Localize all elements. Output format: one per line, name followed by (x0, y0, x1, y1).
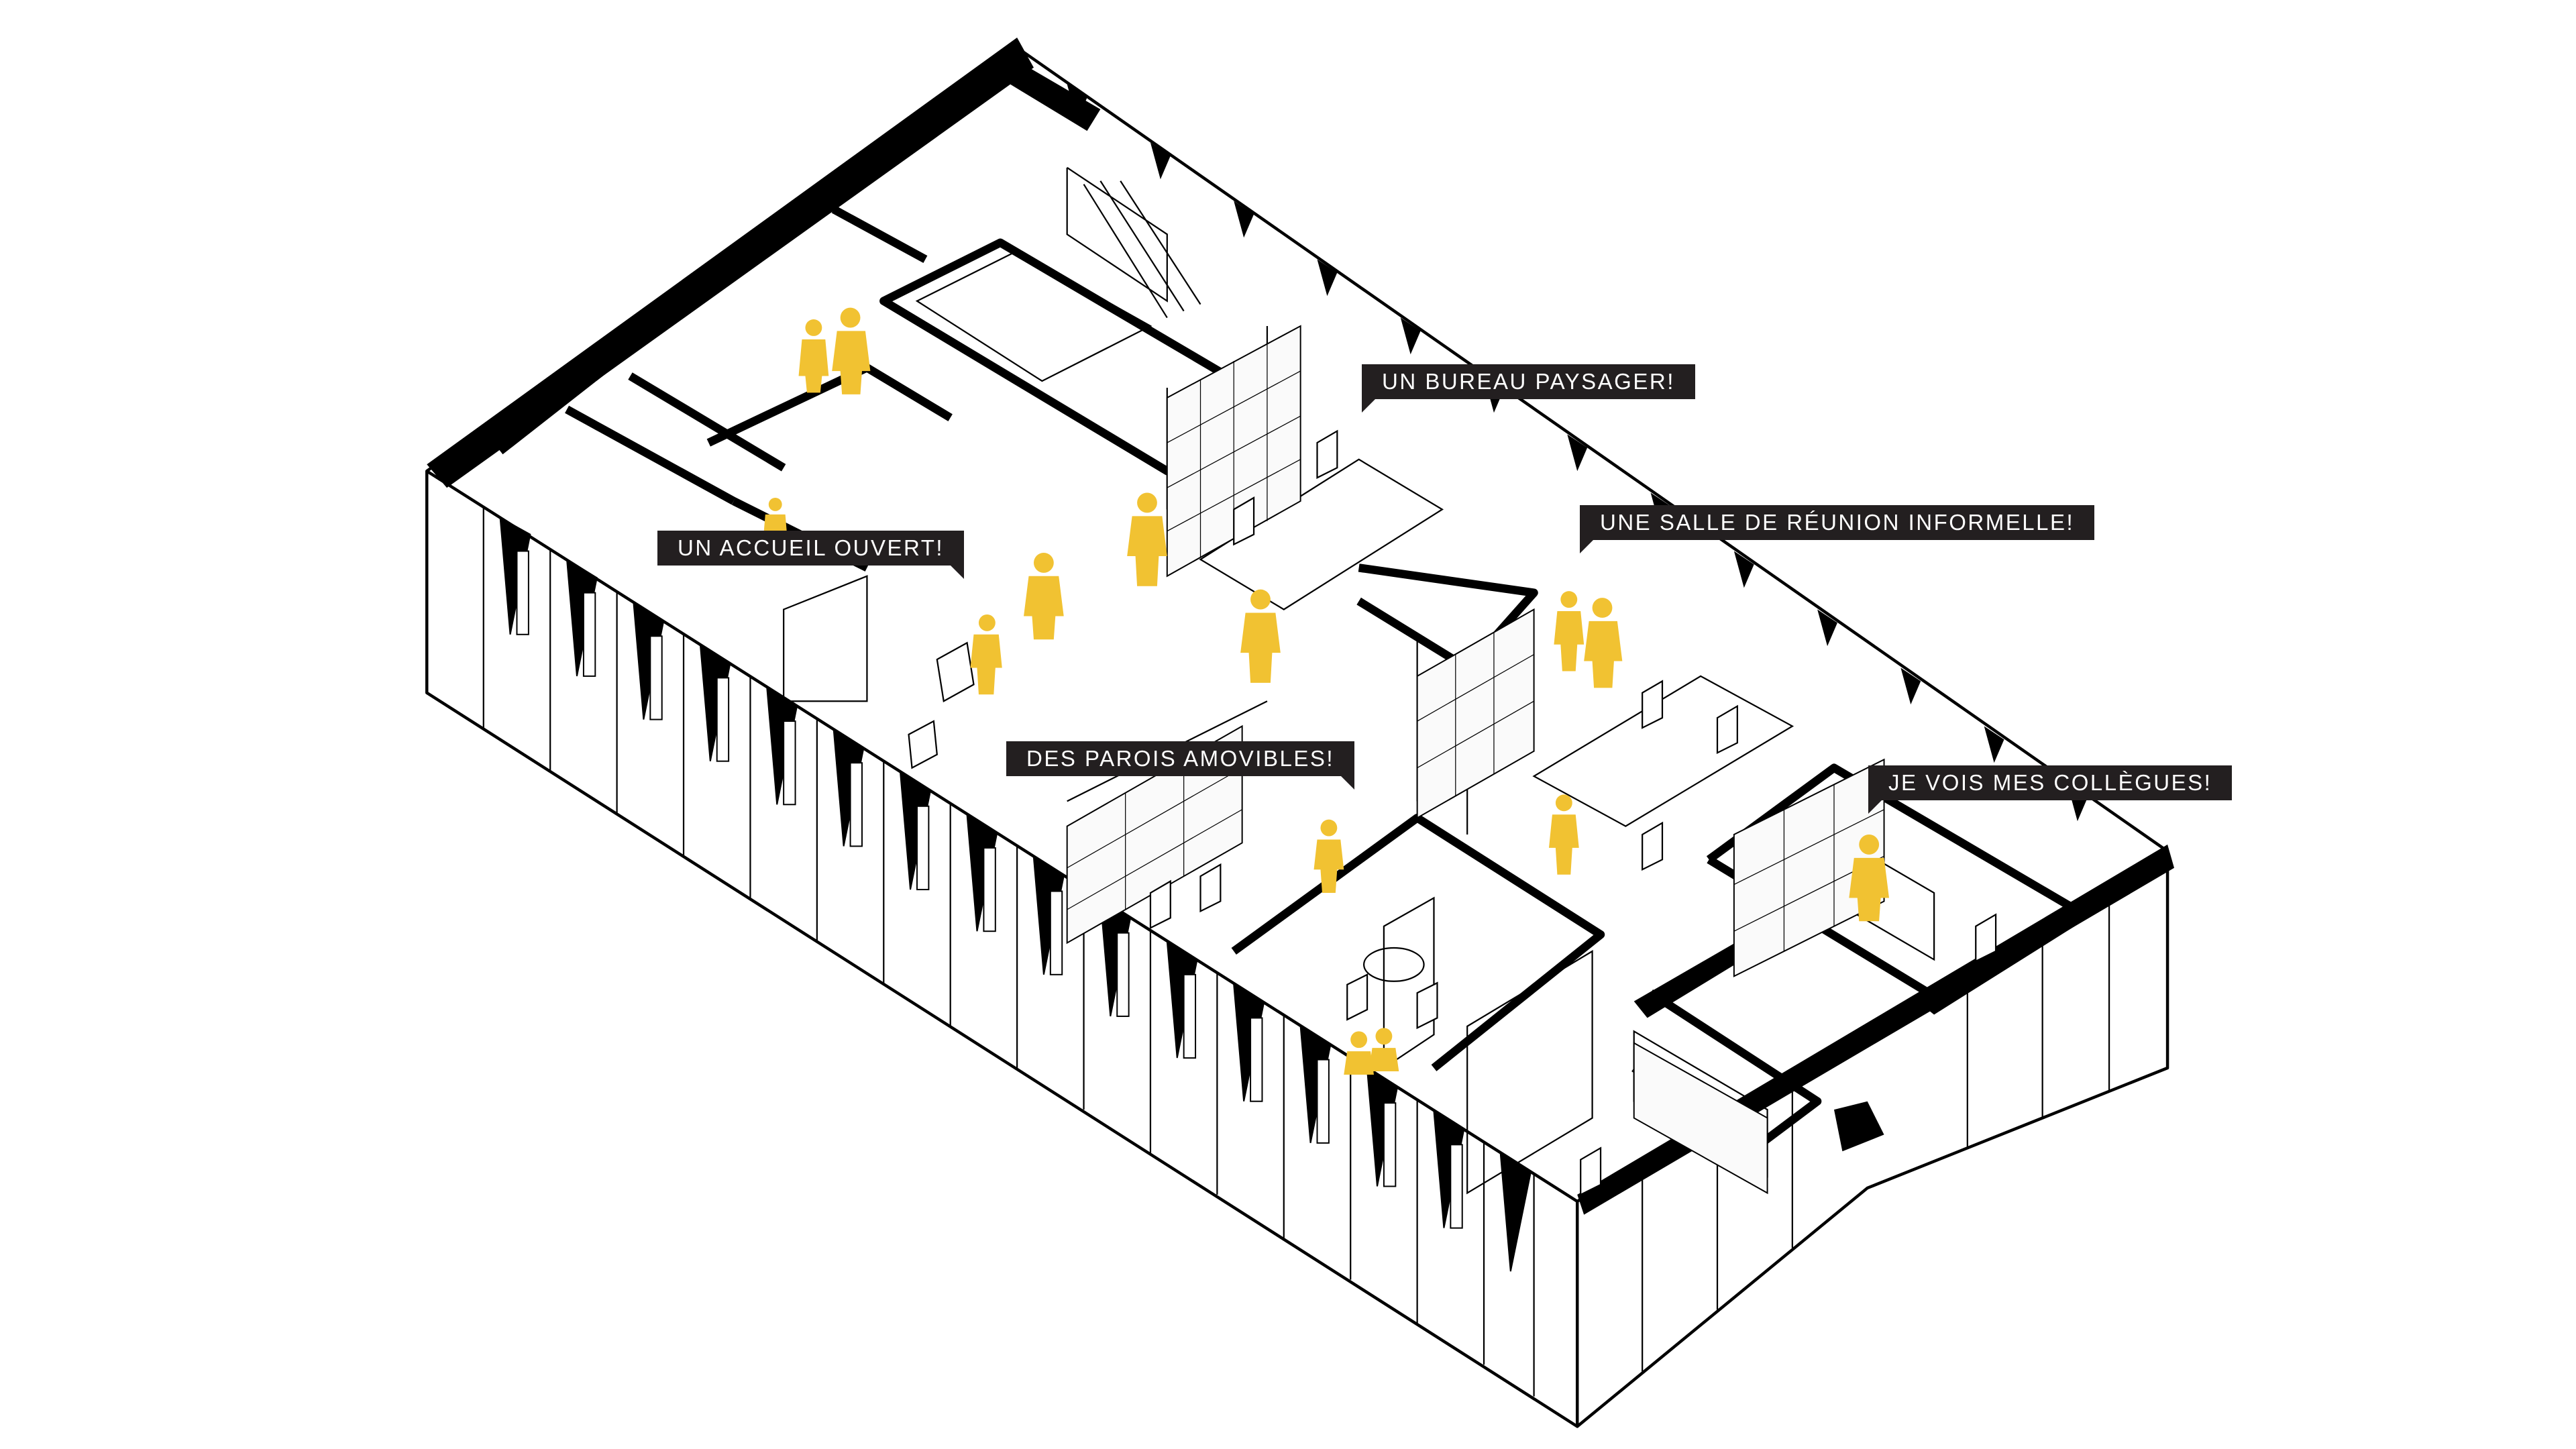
person (1344, 1031, 1374, 1075)
person (1368, 1028, 1399, 1071)
person (1127, 492, 1167, 586)
facade-windows (499, 517, 1532, 1272)
person (1024, 553, 1064, 640)
person (798, 319, 829, 393)
building-shell (425, 46, 2169, 1428)
callout-meeting-room: UNE SALLE DE RÉUNION INFORMELLE! (1580, 505, 2095, 553)
person (1548, 794, 1579, 875)
person (1240, 589, 1281, 683)
person (1554, 591, 1585, 672)
facade-panels (482, 506, 2110, 1397)
callout-partitions: DES PAROIS AMOVIBLES! (1006, 741, 1355, 790)
callout-colleagues: JE VOIS MES COLLÈGUES! (1868, 765, 2233, 814)
person (970, 614, 1002, 695)
people (763, 307, 1889, 1075)
person (832, 307, 871, 394)
rear-windows (1067, 84, 2088, 822)
person (763, 497, 788, 535)
chairs (908, 429, 1997, 1196)
callout-open-office: UN BUREAU PAYSAGER! (1362, 364, 1695, 413)
person (1584, 598, 1623, 688)
person (1849, 835, 1889, 922)
person (1313, 819, 1344, 894)
callout-reception: UN ACCUEIL OUVERT! (657, 531, 965, 579)
